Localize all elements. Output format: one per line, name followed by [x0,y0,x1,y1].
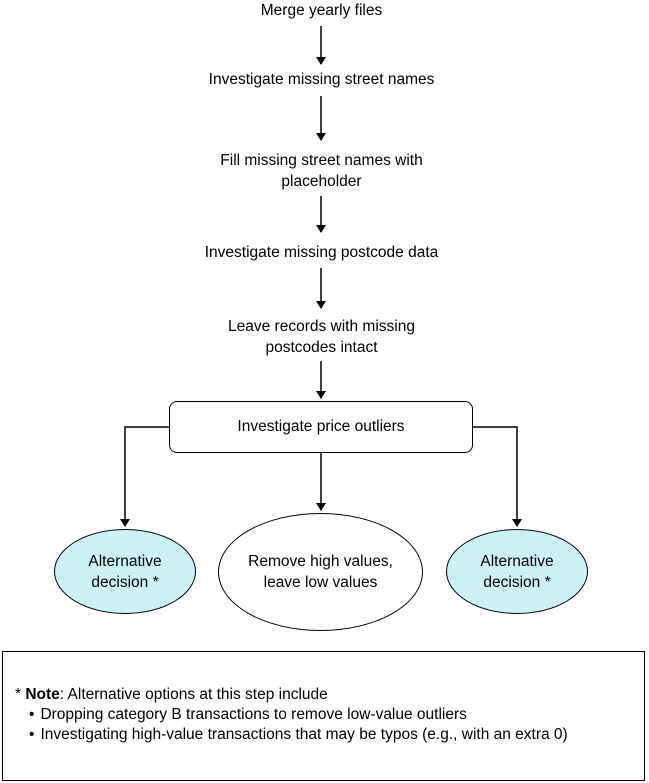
note-box: * Note: Alternative options at this step… [2,651,645,781]
step-fill-street-names: Fill missing street names with placehold… [0,150,646,192]
arrow-right-branch [473,426,522,527]
note-heading-text: : Alternative options at this step inclu… [59,686,328,703]
outcome-alternative-right-label: Alternative decision * [480,552,554,591]
note-bullet-list: Dropping category B transactions to remo… [15,705,644,745]
note-bullet-item: Dropping category B transactions to remo… [29,705,644,725]
note-bold-label: Note [25,686,60,703]
outcome-alternative-right: Alternative decision * [446,529,588,614]
step-investigate-postcode: Investigate missing postcode data [204,244,439,261]
outcome-alternative-left-label: Alternative decision * [88,552,162,591]
outcome-remove-high-values: Remove high values, leave low values [218,513,423,631]
note-heading: * Note: Alternative options at this step… [15,685,644,705]
step-fill-street-names-label: Fill missing street names with placehold… [220,152,423,190]
step-leave-records-label: Leave records with missing postcodes int… [228,318,415,356]
step-investigate-street-names: Investigate missing street names [208,71,435,88]
note-bullet-item: Investigating high-value transactions th… [29,725,644,745]
outcome-remove-high-values-label: Remove high values, leave low values [248,553,393,591]
decision-box-price-outliers: Investigate price outliers [169,401,473,453]
step-merge-yearly-files: Merge yearly files [260,2,383,19]
note-asterisk: * [15,686,26,703]
arrow-left-branch [120,426,169,527]
outcome-alternative-left: Alternative decision * [54,529,196,614]
step-leave-records: Leave records with missing postcodes int… [0,316,643,358]
